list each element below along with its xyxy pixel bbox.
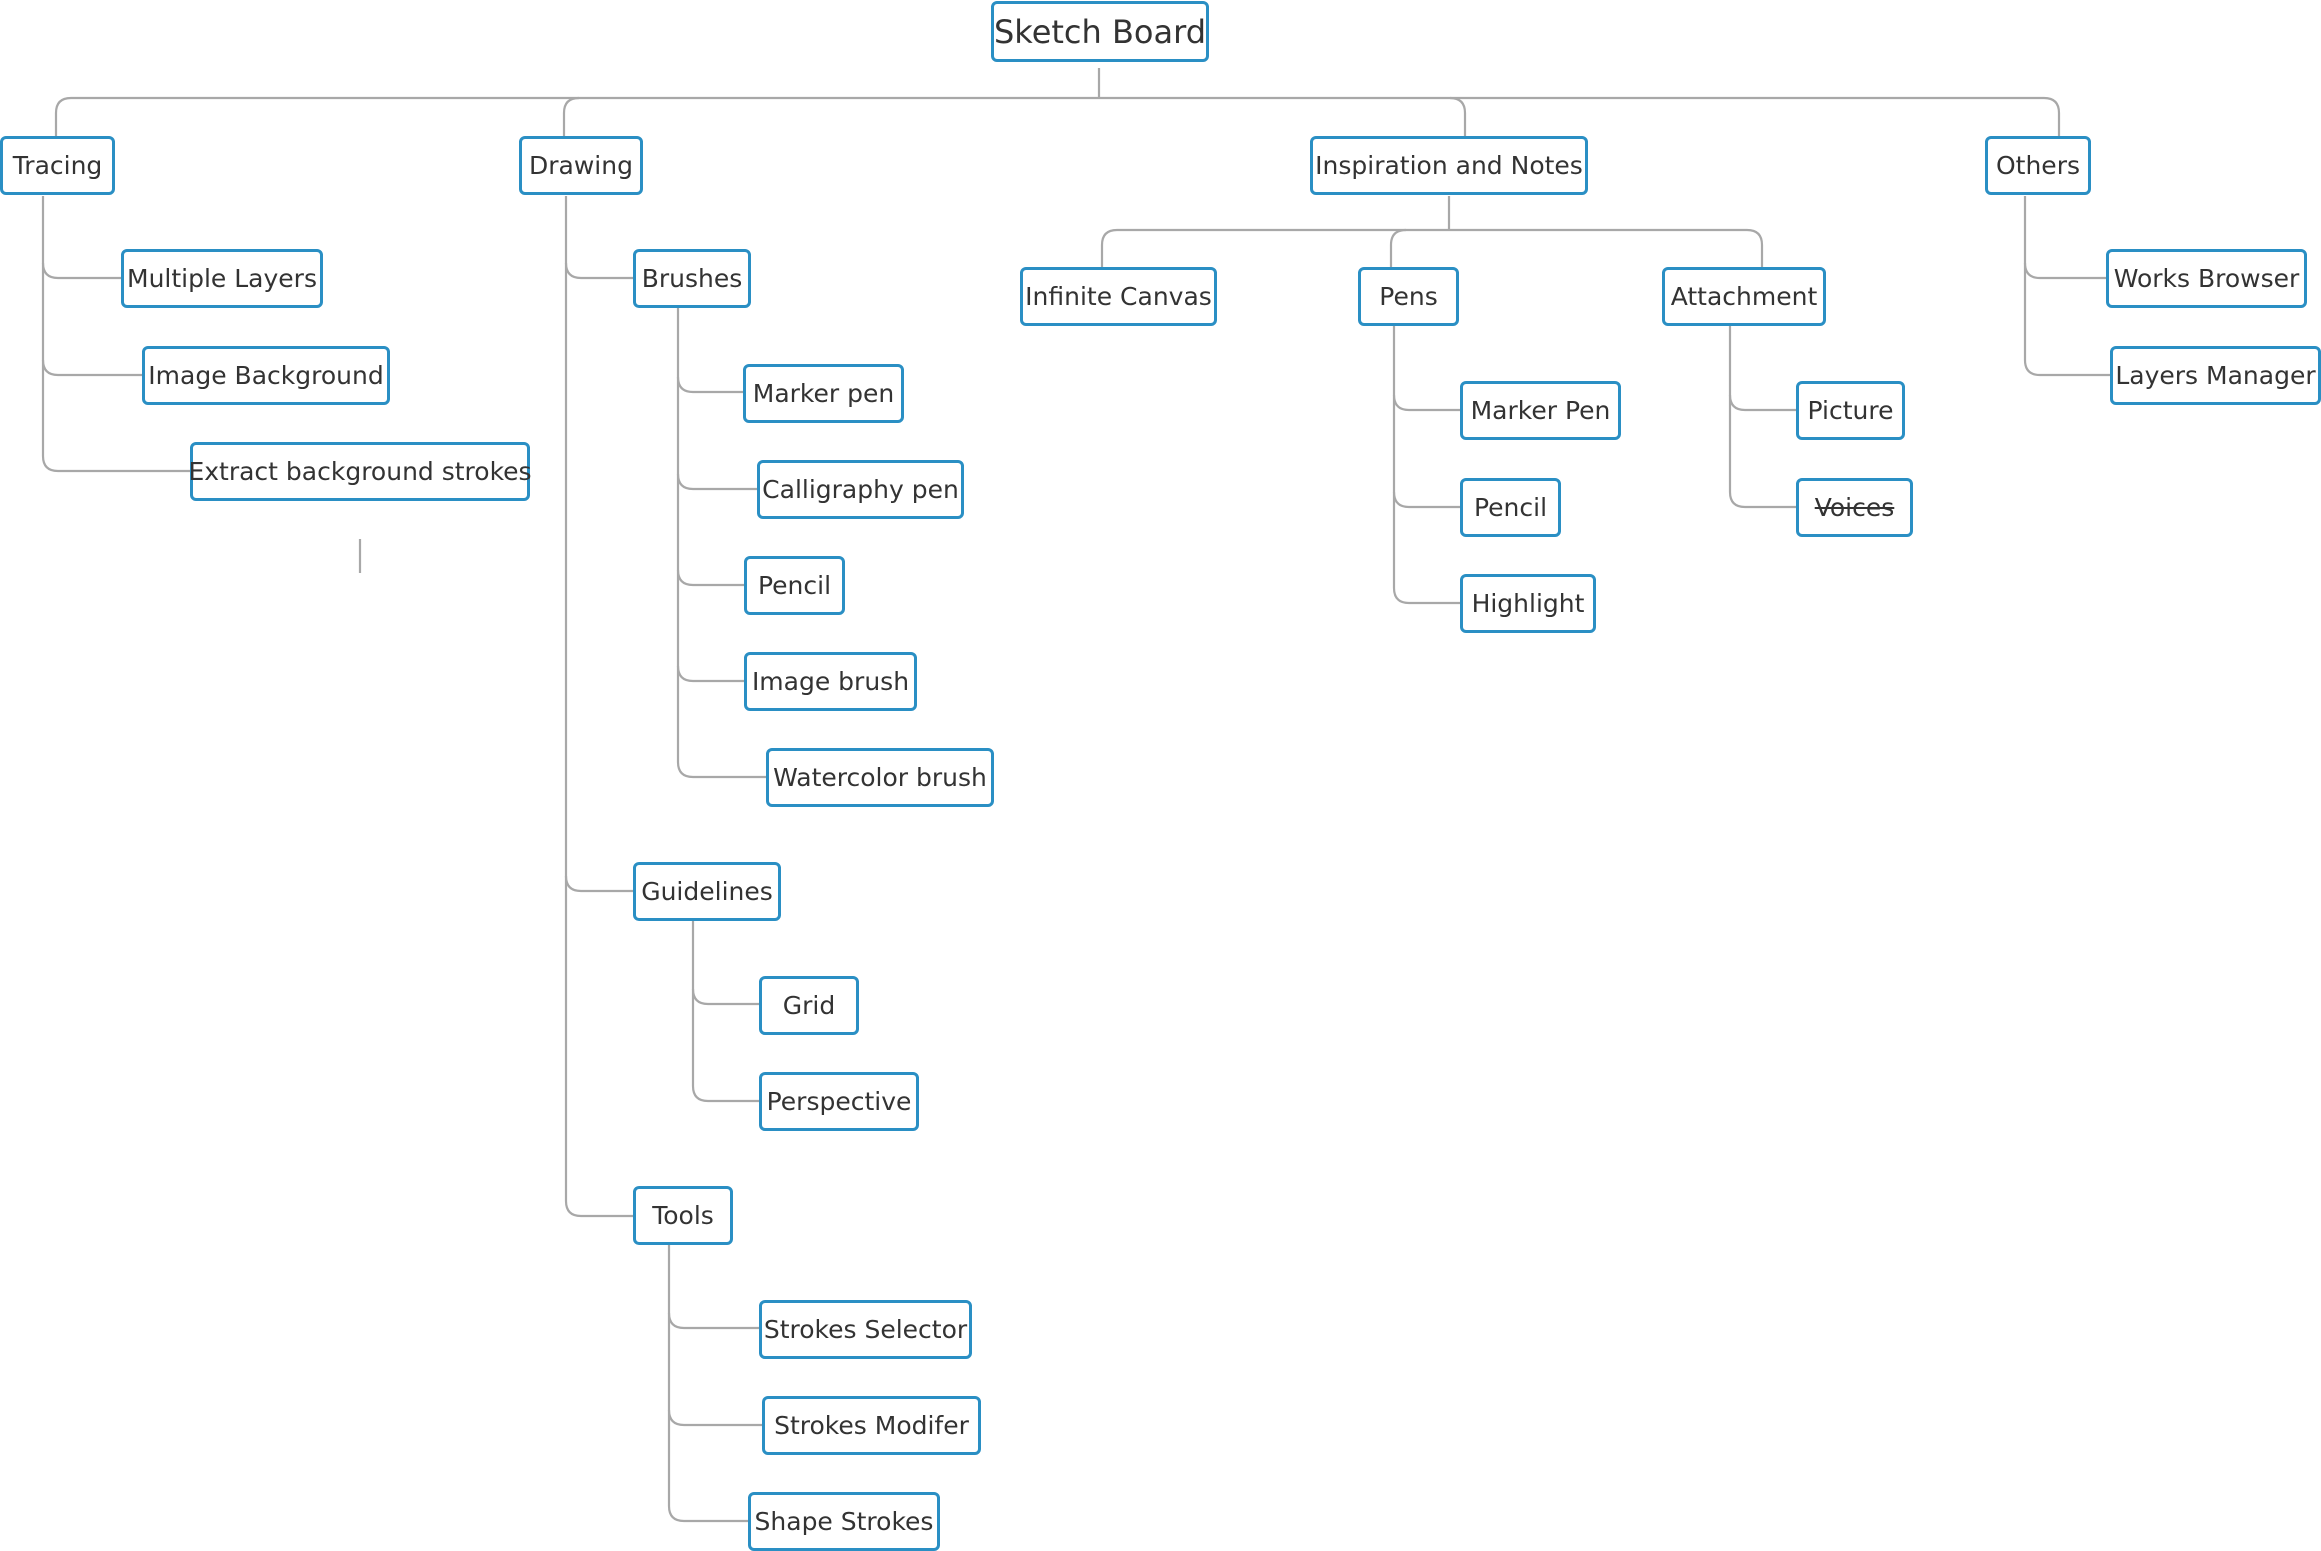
node-perspective[interactable]: Perspective	[759, 1072, 919, 1131]
node-voices[interactable]: Voices	[1796, 478, 1913, 537]
node-label: Marker pen	[752, 379, 895, 408]
node-label: Calligraphy pen	[762, 475, 959, 504]
node-label: Pencil	[1473, 493, 1548, 522]
node-pencil[interactable]: Pencil	[744, 556, 845, 615]
node-drawing[interactable]: Drawing	[519, 136, 643, 195]
node-label: Tools	[652, 1201, 714, 1230]
node-calligraphy-pen[interactable]: Calligraphy pen	[757, 460, 964, 519]
node-label: Image brush	[751, 667, 910, 696]
node-marker-pen[interactable]: Marker pen	[743, 364, 904, 423]
node-highlight[interactable]: Highlight	[1460, 574, 1596, 633]
node-label: Others	[1995, 151, 2080, 180]
node-sketch-board[interactable]: Sketch Board	[991, 1, 1209, 62]
node-label: Image Background	[148, 361, 384, 390]
node-label: Grid	[782, 991, 836, 1020]
node-label: Voices	[1814, 493, 1895, 522]
node-label: Highlight	[1471, 589, 1585, 618]
node-label: Brushes	[641, 264, 743, 293]
node-inspiration-and-notes[interactable]: Inspiration and Notes	[1310, 136, 1588, 195]
node-strokes-modifer[interactable]: Strokes Modifer	[762, 1396, 981, 1455]
node-attachment[interactable]: Attachment	[1662, 267, 1826, 326]
node-picture[interactable]: Picture	[1796, 381, 1905, 440]
node-multiple-layers[interactable]: Multiple Layers	[121, 249, 323, 308]
node-brushes[interactable]: Brushes	[633, 249, 751, 308]
node-label: Sketch Board	[993, 12, 1207, 51]
node-label: Infinite Canvas	[1025, 282, 1212, 311]
node-label: Layers Manager	[2115, 361, 2316, 390]
node-others[interactable]: Others	[1985, 136, 2091, 195]
node-pens-pencil[interactable]: Pencil	[1460, 478, 1561, 537]
node-label: Drawing	[529, 151, 633, 180]
node-label: Tracing	[12, 151, 103, 180]
node-tracing[interactable]: Tracing	[0, 136, 115, 195]
node-pens-marker-pen[interactable]: Marker Pen	[1460, 381, 1621, 440]
node-label: Shape Strokes	[754, 1507, 934, 1536]
node-pens[interactable]: Pens	[1358, 267, 1459, 326]
node-guidelines[interactable]: Guidelines	[633, 862, 781, 921]
node-layers-manager[interactable]: Layers Manager	[2110, 346, 2321, 405]
node-image-background[interactable]: Image Background	[142, 346, 390, 405]
node-infinite-canvas[interactable]: Infinite Canvas	[1020, 267, 1217, 326]
node-label: Marker Pen	[1470, 396, 1611, 425]
node-works-browser[interactable]: Works Browser	[2106, 249, 2307, 308]
node-label: Watercolor brush	[773, 763, 987, 792]
node-label: Strokes Modifer	[774, 1411, 969, 1440]
node-label: Works Browser	[2113, 264, 2300, 293]
node-label: Picture	[1807, 396, 1894, 425]
node-label: Strokes Selector	[763, 1315, 968, 1344]
node-label: Inspiration and Notes	[1315, 151, 1583, 180]
node-tools[interactable]: Tools	[633, 1186, 733, 1245]
node-shape-strokes[interactable]: Shape Strokes	[748, 1492, 940, 1551]
node-extract-background-strokes[interactable]: Extract background strokes	[188, 442, 532, 501]
node-watercolor-brush[interactable]: Watercolor brush	[766, 748, 994, 807]
node-label: Pens	[1379, 282, 1438, 311]
node-grid[interactable]: Grid	[759, 976, 859, 1035]
node-label: Pencil	[757, 571, 832, 600]
node-label: Extract background strokes	[188, 457, 532, 486]
node-label: Perspective	[766, 1087, 912, 1116]
node-label: Guidelines	[641, 877, 773, 906]
node-strokes-selector[interactable]: Strokes Selector	[759, 1300, 972, 1359]
node-image-brush[interactable]: Image brush	[744, 652, 917, 711]
node-label: Multiple Layers	[127, 264, 317, 293]
node-label: Attachment	[1670, 282, 1818, 311]
